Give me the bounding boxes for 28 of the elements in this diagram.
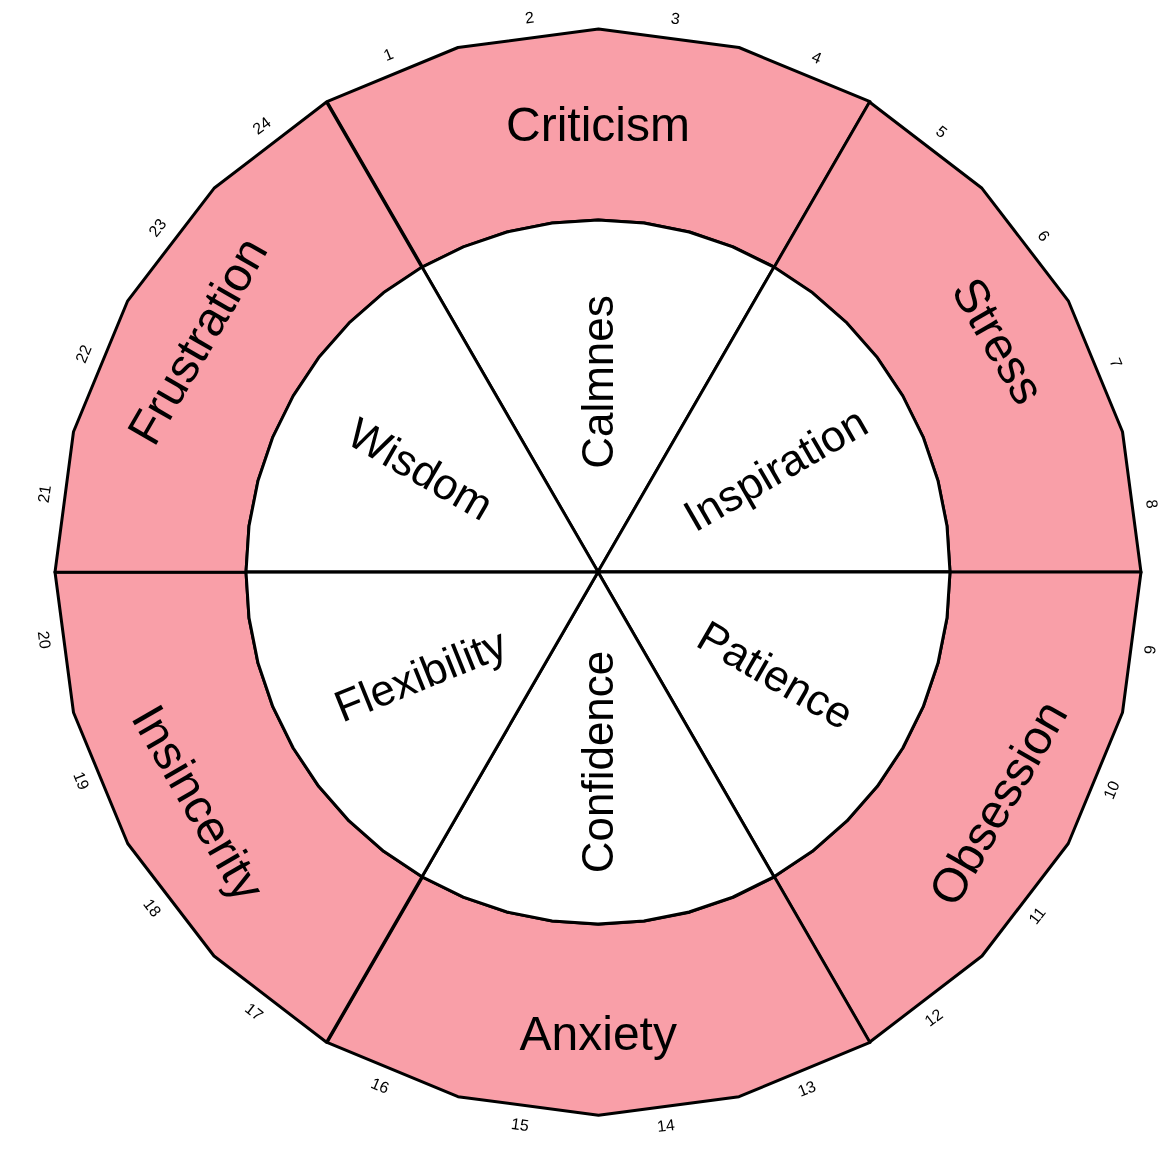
scale-number: 3 (670, 10, 682, 28)
scale-number: 11 (1026, 904, 1049, 927)
scale-number: 2 (524, 9, 536, 27)
scale-number: 12 (921, 1005, 946, 1030)
scale-number: 13 (795, 1078, 819, 1101)
scale-number: 10 (1100, 778, 1123, 802)
scale-number: 21 (36, 484, 55, 505)
scale-number: 17 (242, 999, 267, 1024)
segment-label: Anxiety (519, 1010, 677, 1058)
scale-number: 7 (1106, 355, 1125, 371)
scale-number: 23 (146, 216, 170, 241)
scale-number: 14 (656, 1116, 676, 1135)
scale-number: 19 (69, 769, 92, 793)
scale-number: 5 (933, 123, 950, 142)
scale-number: 16 (368, 1074, 392, 1097)
scale-number: 9 (1141, 644, 1160, 656)
scale-number: 15 (510, 1115, 531, 1134)
segment-label: Calmnes (575, 295, 620, 469)
scale-number: 4 (808, 49, 824, 68)
scale-number: 18 (140, 895, 164, 920)
segment-label: Confidence (575, 650, 620, 874)
scale-number: 1 (381, 45, 397, 64)
scale-number: 20 (35, 630, 54, 650)
scale-number: 24 (250, 114, 274, 139)
segment-label: Criticism (506, 101, 690, 149)
scale-number: 8 (1143, 498, 1161, 510)
scale-number: 6 (1034, 227, 1053, 245)
scale-number: 22 (73, 342, 96, 366)
